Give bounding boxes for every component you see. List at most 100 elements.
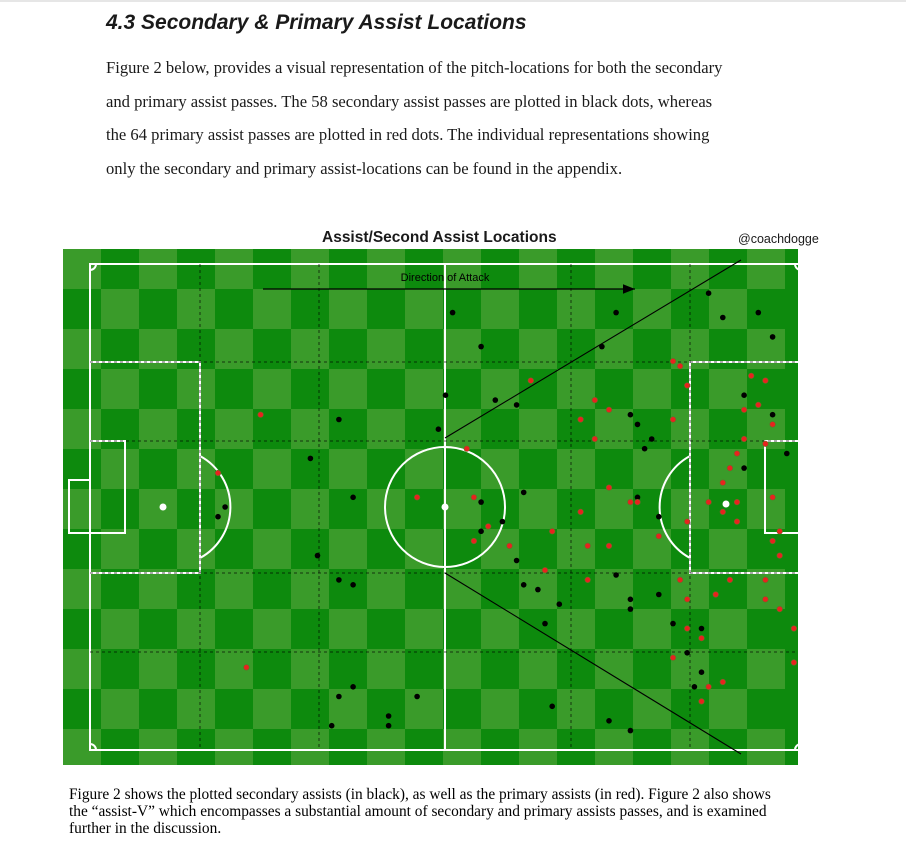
grass-square xyxy=(177,449,215,489)
secondary-assist-point xyxy=(435,426,442,432)
grass-square xyxy=(519,489,557,529)
secondary-assist-point xyxy=(449,309,456,316)
primary-assist-point xyxy=(577,416,584,423)
grass-square xyxy=(139,249,177,289)
primary-assist-point xyxy=(733,518,741,525)
left-penalty-arc xyxy=(199,455,232,559)
secondary-assist-point xyxy=(307,455,314,462)
assist-v-lower-line xyxy=(444,572,742,755)
grass-square xyxy=(747,649,785,689)
primary-assist-point xyxy=(627,499,634,506)
primary-assist-point xyxy=(769,494,776,501)
primary-assist-point xyxy=(485,523,492,530)
secondary-assist-point xyxy=(769,411,776,418)
primary-assist-point xyxy=(684,382,691,389)
secondary-assist-point xyxy=(542,620,548,627)
grass-square xyxy=(405,289,443,329)
grass-square xyxy=(557,529,595,569)
primary-assist-point xyxy=(719,479,726,486)
primary-assist-point xyxy=(776,606,783,613)
grass-square xyxy=(595,489,633,529)
primary-assist-point xyxy=(605,542,613,550)
primary-assist-point xyxy=(605,484,613,491)
primary-assist-point xyxy=(470,494,478,501)
grass-square xyxy=(481,689,519,729)
primary-assist-point xyxy=(740,406,748,413)
grass-square xyxy=(101,369,139,409)
grass-square xyxy=(329,369,367,409)
secondary-assist-point xyxy=(634,421,641,428)
caption-line: the “assist-V” which encompasses a subst… xyxy=(69,803,767,820)
grass-square xyxy=(253,529,291,569)
grass-square xyxy=(519,329,557,369)
grass-square xyxy=(177,609,215,649)
primary-assist-point xyxy=(549,528,556,535)
intro-line: Figure 2 below, provides a visual repres… xyxy=(106,58,723,77)
secondary-assist-point xyxy=(215,513,221,520)
primary-assist-point xyxy=(577,508,584,516)
grass-square xyxy=(595,649,633,689)
grass-square xyxy=(709,689,747,729)
assist-points xyxy=(214,290,798,734)
secondary-assist-point xyxy=(478,343,484,350)
assist-v-upper-line xyxy=(444,259,742,439)
secondary-assist-point xyxy=(513,557,520,564)
primary-assist-point xyxy=(776,528,783,535)
primary-assist-point xyxy=(726,576,734,584)
secondary-assist-point xyxy=(769,334,776,340)
secondary-assist-point xyxy=(535,586,541,593)
secondary-assist-point xyxy=(385,722,392,729)
secondary-assist-point xyxy=(698,625,705,632)
grass-square xyxy=(253,369,291,409)
grass-square xyxy=(481,609,519,649)
primary-assist-point xyxy=(726,465,734,472)
primary-assist-point xyxy=(655,533,662,540)
primary-assist-point xyxy=(762,576,769,584)
grass-square xyxy=(367,409,405,449)
secondary-assist-point xyxy=(627,606,634,612)
direction-of-attack-label: Direction of Attack xyxy=(401,272,490,284)
grass-square xyxy=(709,289,747,329)
primary-assist-point xyxy=(669,654,677,661)
left-penalty-spot xyxy=(159,503,167,511)
secondary-assist-point xyxy=(478,528,484,535)
primary-assist-point xyxy=(712,591,719,598)
grass-square xyxy=(329,689,367,729)
grass-square xyxy=(557,689,595,729)
primary-assist-point xyxy=(733,450,741,457)
grass-square xyxy=(139,569,177,609)
primary-assist-point xyxy=(506,542,513,550)
secondary-assist-point xyxy=(741,392,747,398)
grass-square xyxy=(101,289,139,329)
grass-square xyxy=(367,249,405,289)
primary-assist-point xyxy=(698,635,705,642)
primary-assist-point xyxy=(769,537,776,545)
secondary-assist-point xyxy=(627,596,634,603)
intro-line: only the secondary and primary assist-lo… xyxy=(106,159,623,178)
primary-assist-point xyxy=(214,469,222,477)
primary-assist-point xyxy=(676,576,684,584)
grass-square xyxy=(709,529,747,569)
grass-square xyxy=(291,729,329,765)
caption-line: further in the discussion. xyxy=(69,820,222,837)
secondary-assist-point xyxy=(350,582,356,588)
secondary-assist-point xyxy=(520,582,527,588)
secondary-assist-point xyxy=(442,392,449,398)
grass-square xyxy=(595,729,633,765)
grass-square xyxy=(215,569,253,609)
secondary-assist-point xyxy=(627,411,634,418)
primary-assist-point xyxy=(676,362,684,370)
grass-square xyxy=(633,689,671,729)
grass-square xyxy=(557,369,595,409)
grass-square xyxy=(63,569,101,609)
primary-assist-point xyxy=(541,567,549,574)
grass-square xyxy=(215,409,253,449)
secondary-assist-point xyxy=(648,436,655,442)
grass-square xyxy=(253,289,291,329)
grass-square xyxy=(367,729,405,765)
right-penalty-arc xyxy=(658,455,691,559)
primary-assist-point xyxy=(740,435,748,443)
grass-square xyxy=(177,369,215,409)
grass-square xyxy=(177,289,215,329)
secondary-assist-point xyxy=(513,402,520,408)
